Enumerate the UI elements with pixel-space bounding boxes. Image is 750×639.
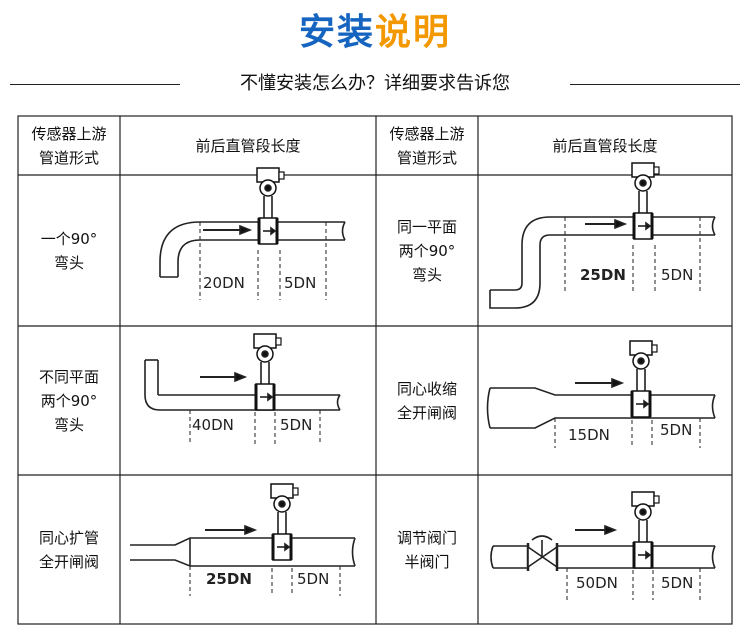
cell4-upstream-length: 15DN bbox=[568, 426, 610, 444]
subtitle: 不懂安装怎么办？详细要求告诉您 bbox=[240, 73, 510, 94]
subtitle-rule-right bbox=[570, 84, 740, 85]
cell6-upstream-length: 50DN bbox=[576, 574, 618, 592]
diagram-concentric-expander bbox=[130, 482, 356, 596]
cell2-downstream-length: 5DN bbox=[661, 266, 693, 284]
cell1-downstream-length: 5DN bbox=[284, 274, 316, 292]
cell3-upstream-length: 40DN bbox=[192, 416, 234, 434]
cell5-downstream-length: 5DN bbox=[297, 570, 329, 588]
cell5-upstream-length: 25DN bbox=[206, 570, 252, 588]
pipe-type-single-elbow: 一个90° 弯头 bbox=[40, 229, 98, 272]
title-part-instructions: 说明 bbox=[375, 12, 452, 53]
pipe-type-concentric-reducer: 同心收缩 全开闸阀 bbox=[396, 379, 457, 422]
pipe-type-concentric-expander: 同心扩管 全开闸阀 bbox=[38, 528, 99, 571]
cell3-downstream-length: 5DN bbox=[280, 416, 312, 434]
pipe-type-two-elbows-diff-plane: 不同平面 两个90° 弯头 bbox=[38, 367, 99, 434]
page-title: 安装说明 bbox=[0, 10, 750, 56]
subtitle-rule-left bbox=[10, 84, 180, 85]
cell6-downstream-length: 5DN bbox=[661, 574, 693, 592]
diagram-single-elbow bbox=[159, 166, 346, 300]
header-straight-length-right: 前后直管段长度 bbox=[552, 136, 658, 155]
diagram-two-elbows-diff-plane bbox=[144, 332, 341, 445]
diagram-two-elbows-same-plane bbox=[489, 161, 716, 309]
cell2-upstream-length: 25DN bbox=[580, 266, 626, 284]
title-part-install: 安装 bbox=[298, 12, 375, 53]
cell4-downstream-length: 5DN bbox=[660, 421, 692, 439]
diagram-control-valve bbox=[490, 490, 716, 600]
pipe-type-two-elbows-same-plane: 同一平面 两个90° 弯头 bbox=[396, 217, 457, 284]
cell1-upstream-length: 20DN bbox=[203, 274, 245, 292]
header-pipe-type-left: 传感器上游 管道形式 bbox=[31, 124, 107, 167]
diagram-concentric-reducer bbox=[486, 339, 716, 448]
pipe-type-control-valve: 调节阀门 半阀门 bbox=[396, 528, 457, 571]
header-straight-length-left: 前后直管段长度 bbox=[195, 136, 301, 155]
header-pipe-type-right: 传感器上游 管道形式 bbox=[389, 124, 465, 167]
